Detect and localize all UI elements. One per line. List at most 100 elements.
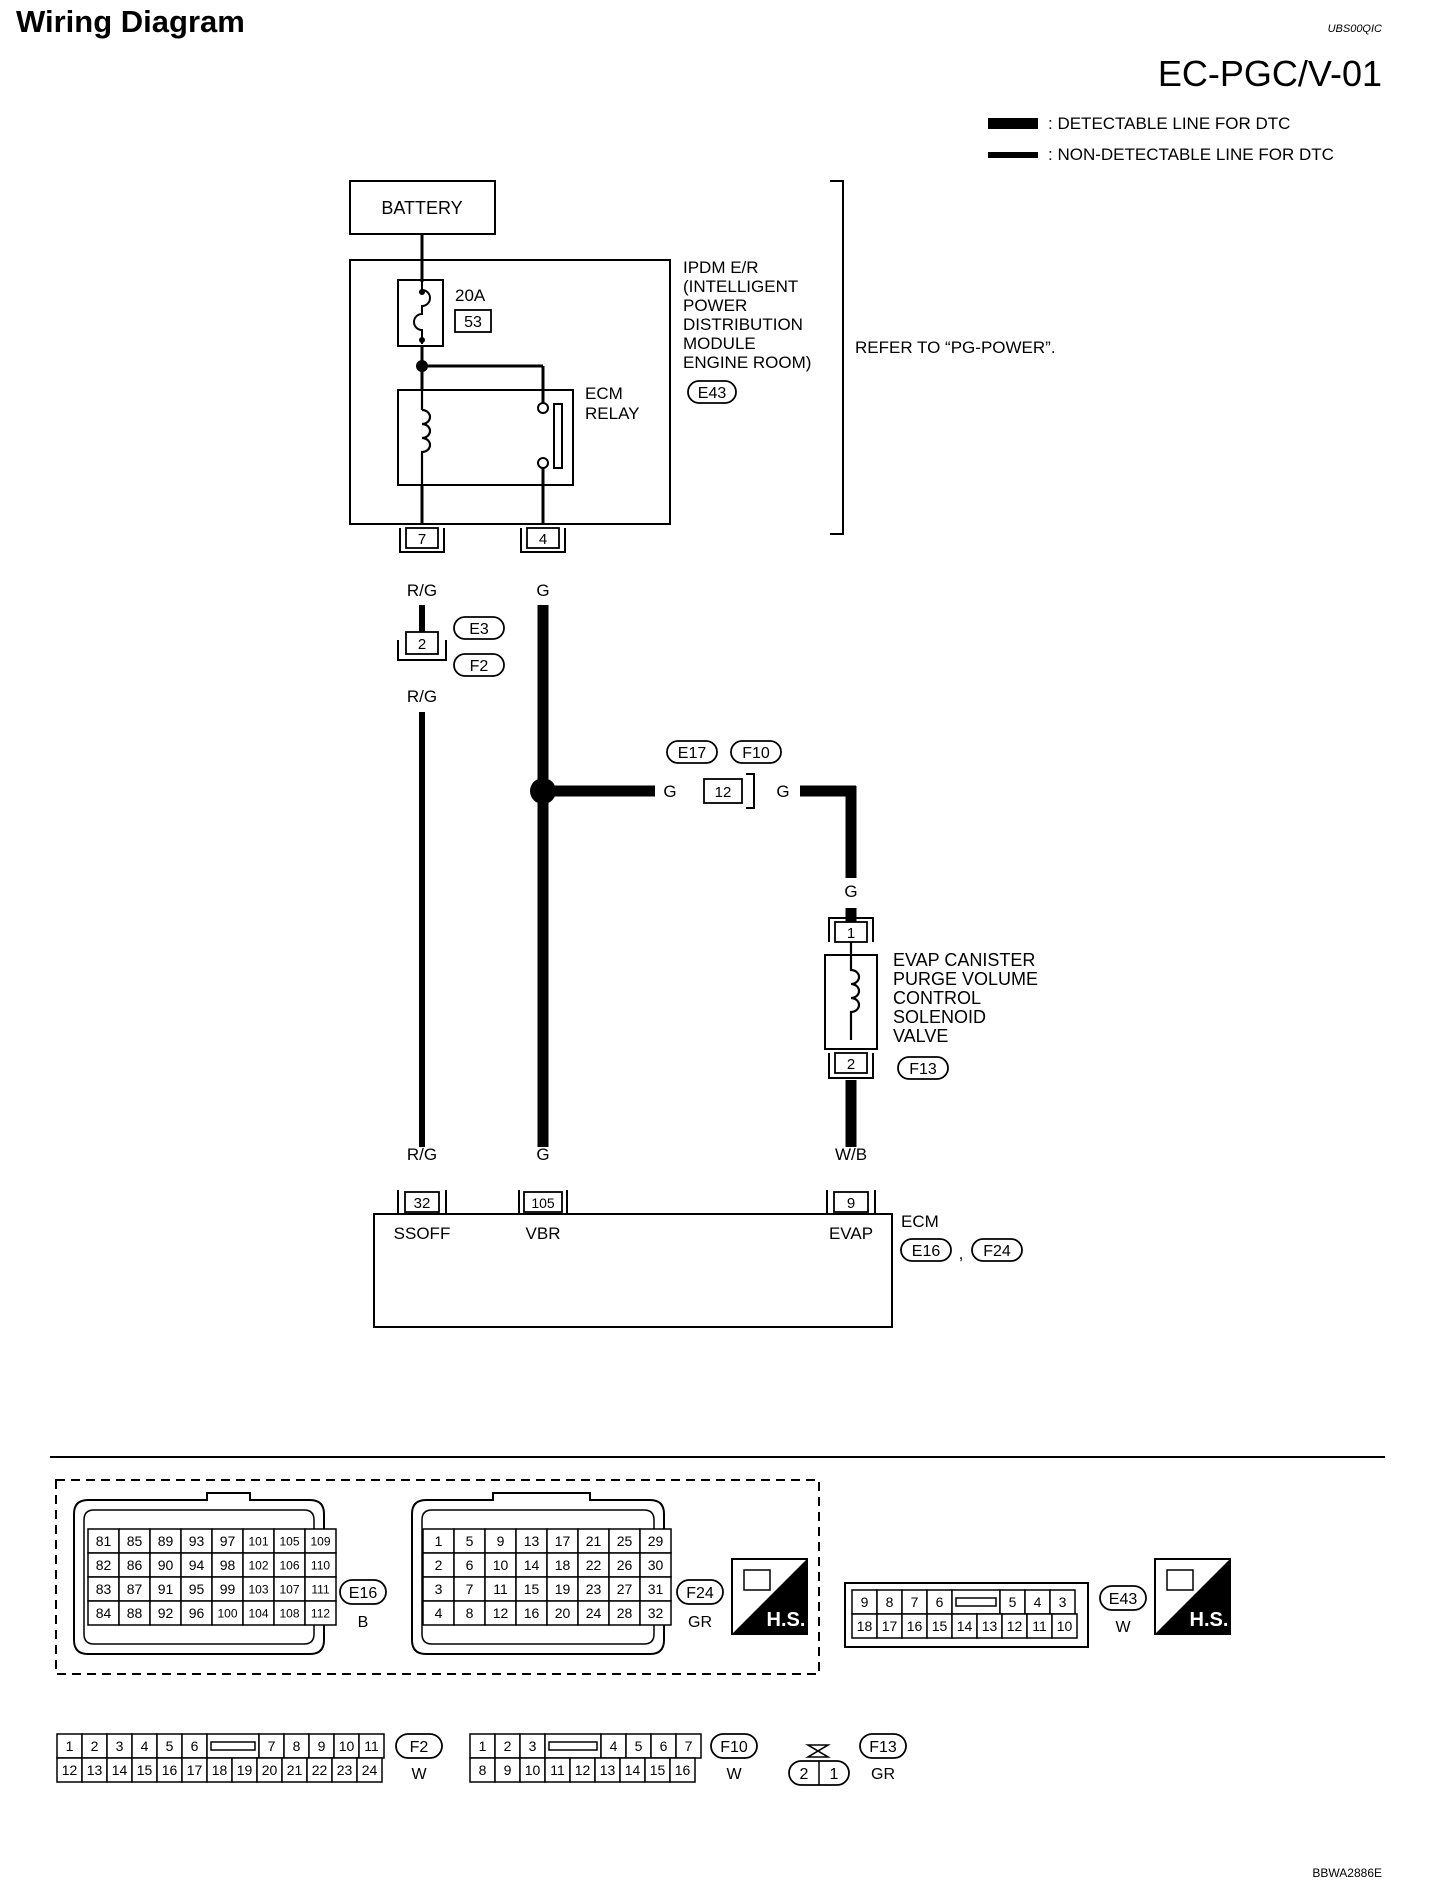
pin-number: 10 xyxy=(339,1738,355,1754)
connector-pin xyxy=(546,1528,579,1554)
joint-connector-e17-f10: E17 F10 12 xyxy=(666,740,782,809)
connector-pin xyxy=(273,1600,306,1626)
pin-number: 17 xyxy=(555,1533,571,1549)
svg-text:G: G xyxy=(536,581,549,600)
pin-number: 5 xyxy=(1009,1594,1017,1610)
pin-number: 30 xyxy=(648,1557,664,1573)
svg-text:7: 7 xyxy=(418,531,426,548)
pin-number: 15 xyxy=(932,1618,948,1634)
pin-number: 22 xyxy=(586,1557,602,1573)
svg-text:IPDM E/R: IPDM E/R xyxy=(683,258,759,277)
relay-coil-icon xyxy=(420,390,432,485)
pin-number: 12 xyxy=(62,1762,78,1778)
pin-number: 11 xyxy=(493,1581,508,1597)
pin-number: 9 xyxy=(861,1594,869,1610)
detectable-line-swatch xyxy=(988,118,1038,129)
connector-pin xyxy=(304,1600,337,1626)
key-slot xyxy=(548,1741,598,1751)
f13-color: GR xyxy=(871,1766,895,1783)
svg-text:W/B: W/B xyxy=(835,1145,867,1164)
pin-number: 103 xyxy=(248,1582,268,1596)
svg-text:R/G: R/G xyxy=(407,1145,437,1164)
pin-number: 25 xyxy=(617,1533,633,1549)
svg-text:POWER: POWER xyxy=(683,296,747,315)
f10-id: F10 xyxy=(720,1739,748,1756)
pin-number: 15 xyxy=(137,1762,153,1778)
pin-number: 18 xyxy=(857,1618,873,1634)
connector-pin xyxy=(180,1576,213,1602)
svg-text:2: 2 xyxy=(418,636,426,653)
svg-text:G: G xyxy=(536,1145,549,1164)
pin-number: 23 xyxy=(586,1581,602,1597)
relay-label-2: RELAY xyxy=(585,404,640,423)
pin-number: 96 xyxy=(189,1605,205,1621)
pin-number: 84 xyxy=(96,1605,112,1621)
connector-pin xyxy=(515,1600,548,1626)
connector-pin xyxy=(149,1552,182,1578)
pin-number: 5 xyxy=(466,1533,474,1549)
ipdm-name: IPDM E/R (INTELLIGENT POWER DISTRIBUTION… xyxy=(683,258,811,372)
connector-pin xyxy=(484,1600,517,1626)
wire-labels: R/G G R/G G G G R/G G W/B xyxy=(407,581,867,1164)
pin-number: 27 xyxy=(617,1581,633,1597)
pin-number: 16 xyxy=(524,1605,540,1621)
connector-pin xyxy=(608,1528,641,1554)
pin-number: 6 xyxy=(191,1738,199,1754)
connector-pin xyxy=(304,1528,337,1554)
connector-pin xyxy=(577,1600,610,1626)
connector-pin xyxy=(422,1600,455,1626)
pin-number: 89 xyxy=(158,1533,174,1549)
pin-number: 9 xyxy=(497,1533,505,1549)
pin-number: 2 xyxy=(504,1738,512,1754)
pin-number: 87 xyxy=(127,1581,143,1597)
svg-text:4: 4 xyxy=(539,531,547,548)
svg-text:F10: F10 xyxy=(742,745,770,762)
pin-number: 1 xyxy=(479,1738,487,1754)
svg-text:ENGINE ROOM): ENGINE ROOM) xyxy=(683,353,811,372)
svg-text:32: 32 xyxy=(414,1195,431,1212)
doc-code: UBS00QIC xyxy=(1328,23,1382,35)
f10-color: W xyxy=(726,1766,742,1783)
connector-pin xyxy=(608,1600,641,1626)
pin-number: 15 xyxy=(650,1762,666,1778)
svg-text:1: 1 xyxy=(830,1766,839,1783)
pin-number: 14 xyxy=(112,1762,128,1778)
pin-number: 24 xyxy=(586,1605,602,1621)
pin-number: 13 xyxy=(600,1762,616,1778)
svg-text:H.S.: H.S. xyxy=(1190,1609,1229,1631)
pin-number: 3 xyxy=(1059,1594,1067,1610)
pin-number: 85 xyxy=(127,1533,143,1549)
e16-connector-shell xyxy=(73,1492,325,1655)
connector-pin xyxy=(308,1733,335,1759)
svg-text:EVAP CANISTER: EVAP CANISTER xyxy=(893,950,1035,970)
connector-pin xyxy=(211,1600,244,1626)
pin-number: 5 xyxy=(166,1738,174,1754)
ecm-pin-32 xyxy=(404,1191,440,1213)
pin-number: 82 xyxy=(96,1557,112,1573)
pin-number: 16 xyxy=(675,1762,691,1778)
pin-number: 6 xyxy=(660,1738,668,1754)
solenoid-coil-icon xyxy=(849,942,861,1040)
ipdm-box xyxy=(349,259,671,525)
pin-number: 95 xyxy=(189,1581,205,1597)
pin-number: 11 xyxy=(364,1738,379,1754)
connector-pin xyxy=(131,1733,158,1759)
pin-number: 22 xyxy=(312,1762,328,1778)
connector-pin xyxy=(281,1757,308,1783)
connector-pin xyxy=(951,1613,978,1639)
ipdm-pin-7 xyxy=(405,527,439,549)
pin-number: 107 xyxy=(279,1582,299,1596)
svg-text:MODULE: MODULE xyxy=(683,334,756,353)
connector-pin xyxy=(639,1576,672,1602)
pin-number: 109 xyxy=(310,1534,330,1548)
connector-pin xyxy=(1001,1613,1028,1639)
connector-pin xyxy=(273,1528,306,1554)
connector-pin xyxy=(149,1600,182,1626)
svg-text:VBR: VBR xyxy=(526,1224,561,1243)
pin-number: 8 xyxy=(466,1605,474,1621)
refer-note: REFER TO “PG-POWER”. xyxy=(855,338,1056,357)
pin-number: 10 xyxy=(493,1557,509,1573)
